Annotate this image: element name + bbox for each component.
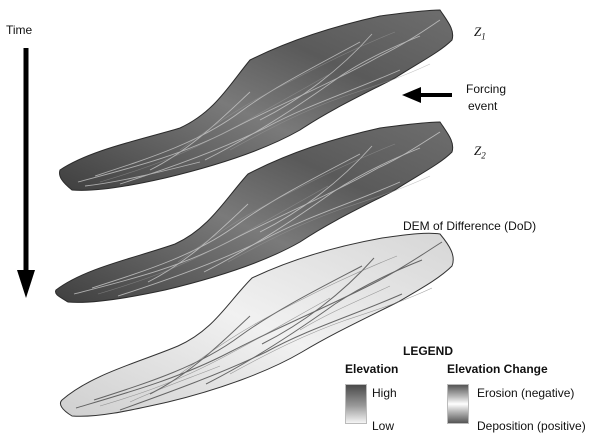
forcing-label-line2: event: [468, 99, 498, 113]
legend-elevation-heading: Elevation: [345, 362, 399, 376]
elevation-color-ramp: [345, 384, 367, 424]
legend-change-erosion: Erosion (negative): [477, 386, 575, 400]
time-arrow: [17, 48, 35, 298]
z2-var: Z: [474, 143, 482, 158]
z1-label: Z1: [474, 24, 486, 42]
surface-z2: [55, 121, 454, 303]
legend-elevation-high: High: [372, 386, 397, 400]
legend-elevation-low: Low: [372, 419, 395, 433]
time-label: Time: [6, 23, 33, 37]
legend-title: LEGEND: [403, 344, 454, 358]
surface-z1: [59, 9, 454, 191]
surface-dod: [59, 232, 454, 417]
legend-change-deposition: Deposition (positive): [477, 419, 586, 433]
z1-sub: 1: [481, 31, 486, 42]
elevation-change-color-ramp: [447, 384, 469, 424]
z1-var: Z: [474, 24, 482, 39]
forcing-label-line1: Forcing: [466, 82, 507, 96]
legend-change-heading: Elevation Change: [447, 362, 548, 376]
z2-label: Z2: [474, 143, 486, 161]
z2-sub: 2: [481, 150, 486, 161]
dod-label: DEM of Difference (DoD): [403, 219, 537, 233]
forcing-arrow: [402, 87, 452, 103]
